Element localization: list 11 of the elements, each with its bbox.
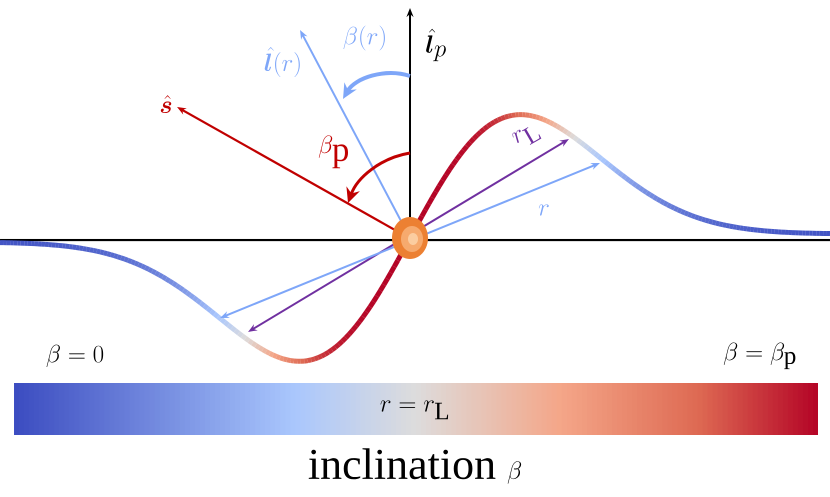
- vector-label: $\hat{\boldsymbol{s}}$: [160, 95, 172, 113]
- angle-label: $\beta(r)$: [344, 26, 385, 50]
- vector-label: $r_{\mathrm{L}}$: [512, 127, 542, 145]
- vector-label: $r$: [538, 204, 549, 216]
- vector-label: $\hat{\boldsymbol{l}}_p$: [426, 28, 446, 62]
- colorbar-title: $\textrm{inclination }\beta$: [308, 448, 522, 484]
- vector-label: $\hat{\boldsymbol{l}}(r)$: [264, 46, 300, 78]
- colorbar-label: $\beta = \beta_{\mathrm{p}}$: [724, 342, 796, 370]
- colorbar-label: $r = r_{\mathrm{L}}$: [380, 400, 448, 420]
- colorbar-label: $\beta = 0$: [46, 344, 104, 368]
- angle-label: $\beta_{\mathrm{p}}$: [318, 135, 348, 168]
